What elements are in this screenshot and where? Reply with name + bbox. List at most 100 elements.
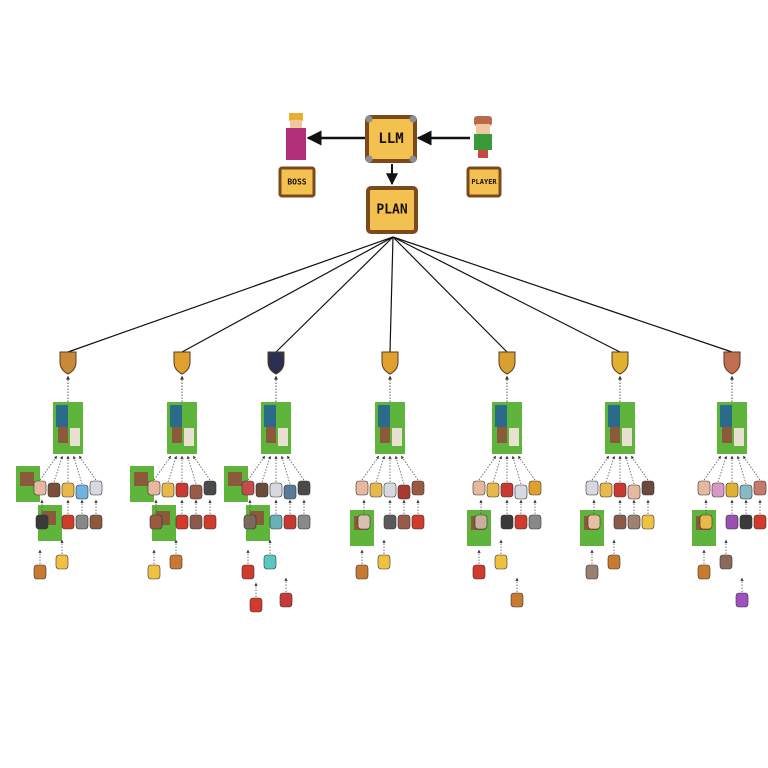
resource-item-icon (55, 554, 69, 570)
necklace-icon (723, 351, 741, 375)
resource-item-icon (189, 514, 203, 530)
resource-item-icon (514, 484, 528, 500)
dependency-edge (247, 455, 266, 481)
resource-item-icon (699, 514, 713, 530)
dependency-edge (261, 455, 272, 483)
resource-item-icon (528, 514, 542, 530)
resource-item-icon (500, 514, 514, 530)
resource-item-icon (411, 514, 425, 530)
armor-icon (173, 351, 191, 375)
dependency-edge (742, 455, 761, 481)
resource-item-icon (203, 514, 217, 530)
resource-item-icon (627, 514, 641, 530)
dependency-edge (153, 455, 172, 481)
resource-item-icon (739, 484, 753, 500)
dependency-edge (736, 455, 747, 485)
dependency-edge (186, 455, 197, 485)
resource-item-icon (357, 514, 371, 530)
resource-item-icon (719, 554, 733, 570)
resource-item-icon (711, 482, 725, 498)
dependency-edge (703, 455, 722, 481)
base-camp-tile (53, 402, 83, 454)
resource-item-icon (189, 484, 203, 500)
boss-sprite (286, 113, 306, 160)
resource-item-icon (641, 480, 655, 496)
resource-item-icon (35, 514, 49, 530)
resource-item-icon (725, 514, 739, 530)
dependency-edge (624, 455, 635, 485)
resource-item-icon (241, 480, 255, 496)
branch-6 (580, 351, 655, 580)
resource-item-icon (61, 514, 75, 530)
dependency-edge (511, 455, 522, 485)
dependency-edge (605, 455, 616, 483)
plan-to-goal-edge (181, 236, 394, 353)
llm-node: LLM (365, 115, 417, 163)
resource-item-icon (75, 514, 89, 530)
base-camp-tile (375, 402, 405, 454)
ring-icon (611, 351, 629, 375)
dependency-edge (492, 455, 503, 483)
workshop-tile (224, 466, 248, 502)
plan-to-goal-edge (392, 236, 733, 353)
resource-item-icon (725, 482, 739, 498)
dependency-edge (375, 455, 386, 483)
plan-edges (67, 236, 733, 353)
shield-icon (59, 351, 77, 375)
resource-item-icon (355, 564, 369, 580)
resource-item-icon (697, 480, 711, 496)
resource-item-icon (269, 482, 283, 498)
resource-item-icon (283, 514, 297, 530)
dependency-edge (72, 455, 83, 485)
plan-to-goal-edge (392, 236, 508, 353)
resource-item-icon (283, 484, 297, 500)
branch-4 (350, 351, 425, 580)
resource-item-icon (697, 564, 711, 580)
resource-item-icon (161, 482, 175, 498)
branch-2 (130, 351, 217, 580)
base-camp-tile (492, 402, 522, 454)
resource-item-icon (149, 514, 163, 530)
dependency-edge (517, 455, 536, 481)
resource-item-icon (585, 480, 599, 496)
plan-to-goal-edge (389, 236, 394, 353)
resource-item-icon (397, 484, 411, 500)
resource-item-icon (377, 554, 391, 570)
resource-item-icon (397, 514, 411, 530)
resource-item-icon (735, 592, 749, 608)
resource-item-icon (739, 514, 753, 530)
resource-item-icon (47, 482, 61, 498)
branch-5 (467, 351, 542, 608)
resource-item-icon (269, 514, 283, 530)
plan-to-goal-edge (275, 236, 394, 353)
branch-1 (16, 351, 103, 580)
resource-item-icon (627, 484, 641, 500)
base-camp-tile (261, 402, 291, 454)
resource-item-icon (175, 482, 189, 498)
gloves-icon (381, 351, 399, 375)
helmet-icon (267, 351, 285, 375)
dependency-edge (39, 455, 58, 481)
resource-item-icon (369, 482, 383, 498)
resource-item-icon (169, 554, 183, 570)
resource-item-icon (486, 482, 500, 498)
resource-item-icon (753, 514, 767, 530)
branch-3 (224, 351, 311, 613)
resource-item-icon (297, 480, 311, 496)
plan-node: PLAN (366, 186, 418, 234)
resource-item-icon (494, 554, 508, 570)
resource-item-icon (241, 564, 255, 580)
player-label: PLAYER (471, 178, 497, 186)
dependency-edge (78, 455, 97, 481)
base-camp-tile (167, 402, 197, 454)
boss-node: BOSS (278, 166, 316, 198)
resource-item-icon (411, 480, 425, 496)
dependency-edge (591, 455, 610, 481)
boss-label: BOSS (287, 178, 306, 187)
resource-item-icon (33, 564, 47, 580)
dependency-edge (280, 455, 291, 485)
dependency-edge (717, 455, 728, 483)
player-node: PLAYER (466, 166, 502, 198)
resource-item-icon (510, 592, 524, 608)
